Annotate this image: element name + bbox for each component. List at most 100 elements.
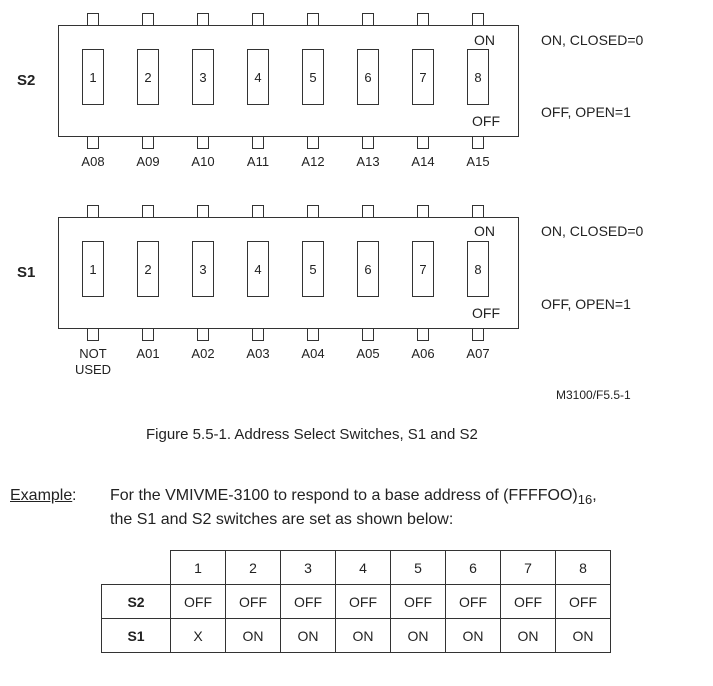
s1-pin-bottom — [142, 329, 154, 341]
table-cell: ON — [390, 618, 446, 653]
example-label: Example — [10, 487, 73, 504]
switch-s2-name: S2 — [17, 72, 36, 89]
s2-pin-bottom — [87, 137, 99, 149]
s1-pin-top — [252, 205, 264, 217]
s2-pin-bottom — [472, 137, 484, 149]
s1-toggle-4: 4 — [247, 241, 269, 297]
switch-s1-state-on: ON, CLOSED=0 — [541, 223, 644, 239]
table-header-cell: 3 — [280, 550, 336, 585]
switch-s1-on-label: ON — [474, 223, 495, 239]
s2-pin-bottom — [197, 137, 209, 149]
s2-pin-bottom — [417, 137, 429, 149]
s1-pin-bottom — [417, 329, 429, 341]
switch-s2-off-label: OFF — [472, 113, 500, 129]
table-cell: OFF — [390, 584, 446, 619]
s1-toggle-5: 5 — [302, 241, 324, 297]
s2-pin-top — [252, 13, 264, 25]
switch-s1-body — [58, 217, 519, 329]
s2-pin-top — [197, 13, 209, 25]
example-colon: : — [72, 487, 77, 504]
s1-pin-top — [307, 205, 319, 217]
figure-caption: Figure 5.5-1. Address Select Switches, S… — [146, 426, 478, 443]
s1-address-label: A04 — [301, 346, 325, 361]
table-header-cell: 8 — [555, 550, 611, 585]
s2-address-label: A14 — [411, 154, 435, 169]
s2-pin-bottom — [252, 137, 264, 149]
s2-pin-bottom — [362, 137, 374, 149]
s2-pin-bottom — [307, 137, 319, 149]
s1-toggle-8: 8 — [467, 241, 489, 297]
s1-pin-top — [87, 205, 99, 217]
table-cell: ON — [445, 618, 501, 653]
s1-pin-top — [197, 205, 209, 217]
s1-address-label: A07 — [466, 346, 490, 361]
switch-s1-name: S1 — [17, 264, 36, 281]
s2-toggle-1: 1 — [82, 49, 104, 105]
table-row-label: S1 — [101, 618, 171, 653]
s1-address-label: A02 — [191, 346, 215, 361]
s1-toggle-7: 7 — [412, 241, 434, 297]
s1-pin-top — [417, 205, 429, 217]
example-line-1-suffix: , — [592, 487, 597, 504]
table-cell: ON — [500, 618, 556, 653]
s1-toggle-3: 3 — [192, 241, 214, 297]
s2-toggle-6: 6 — [357, 49, 379, 105]
s1-pin-bottom — [197, 329, 209, 341]
s1-pin-top — [362, 205, 374, 217]
table-cell: OFF — [280, 584, 336, 619]
s1-pin-bottom — [472, 329, 484, 341]
table-cell: OFF — [445, 584, 501, 619]
s2-address-label: A15 — [466, 154, 490, 169]
s1-address-label: A01 — [136, 346, 160, 361]
s1-toggle-2: 2 — [137, 241, 159, 297]
s1-pin-top — [142, 205, 154, 217]
s2-address-label: A13 — [356, 154, 380, 169]
table-cell: OFF — [225, 584, 281, 619]
s1-toggle-6: 6 — [357, 241, 379, 297]
s2-toggle-8: 8 — [467, 49, 489, 105]
s2-pin-bottom — [142, 137, 154, 149]
table-header-cell: 5 — [390, 550, 446, 585]
s1-address-label: A06 — [411, 346, 435, 361]
s2-address-label: A08 — [81, 154, 105, 169]
s2-address-label: A09 — [136, 154, 160, 169]
s2-address-label: A10 — [191, 154, 215, 169]
table-cell: ON — [555, 618, 611, 653]
s2-toggle-2: 2 — [137, 49, 159, 105]
s2-toggle-3: 3 — [192, 49, 214, 105]
s2-pin-top — [417, 13, 429, 25]
switch-s1-off-label: OFF — [472, 305, 500, 321]
s2-toggle-5: 5 — [302, 49, 324, 105]
table-header-cell: 4 — [335, 550, 391, 585]
s2-toggle-7: 7 — [412, 49, 434, 105]
table-header-cell: 6 — [445, 550, 501, 585]
table-header-cell: 7 — [500, 550, 556, 585]
s2-address-label: A11 — [246, 154, 270, 169]
s2-address-label: A12 — [301, 154, 325, 169]
example-line-1: For the VMIVME-3100 to respond to a base… — [110, 485, 597, 511]
s1-toggle-1: 1 — [82, 241, 104, 297]
s1-pin-top — [472, 205, 484, 217]
s2-toggle-4: 4 — [247, 49, 269, 105]
example-line-2: the S1 and S2 switches are set as shown … — [110, 511, 454, 528]
table-cell: ON — [225, 618, 281, 653]
s1-address-label: NOT USED — [74, 346, 112, 377]
table-corner — [102, 551, 171, 585]
switch-s2-state-off: OFF, OPEN=1 — [541, 104, 631, 120]
switch-s1-state-off: OFF, OPEN=1 — [541, 296, 631, 312]
s2-pin-top — [307, 13, 319, 25]
table-header-cell: 2 — [225, 550, 281, 585]
example-line-1-text: For the VMIVME-3100 to respond to a base… — [110, 487, 578, 504]
s1-pin-bottom — [362, 329, 374, 341]
s1-address-label: A03 — [246, 346, 270, 361]
switch-s2-state-on: ON, CLOSED=0 — [541, 32, 644, 48]
table-cell: OFF — [500, 584, 556, 619]
table-cell: OFF — [170, 584, 226, 619]
table-cell: X — [170, 618, 226, 653]
table-row-label: S2 — [101, 584, 171, 619]
table-cell: ON — [335, 618, 391, 653]
